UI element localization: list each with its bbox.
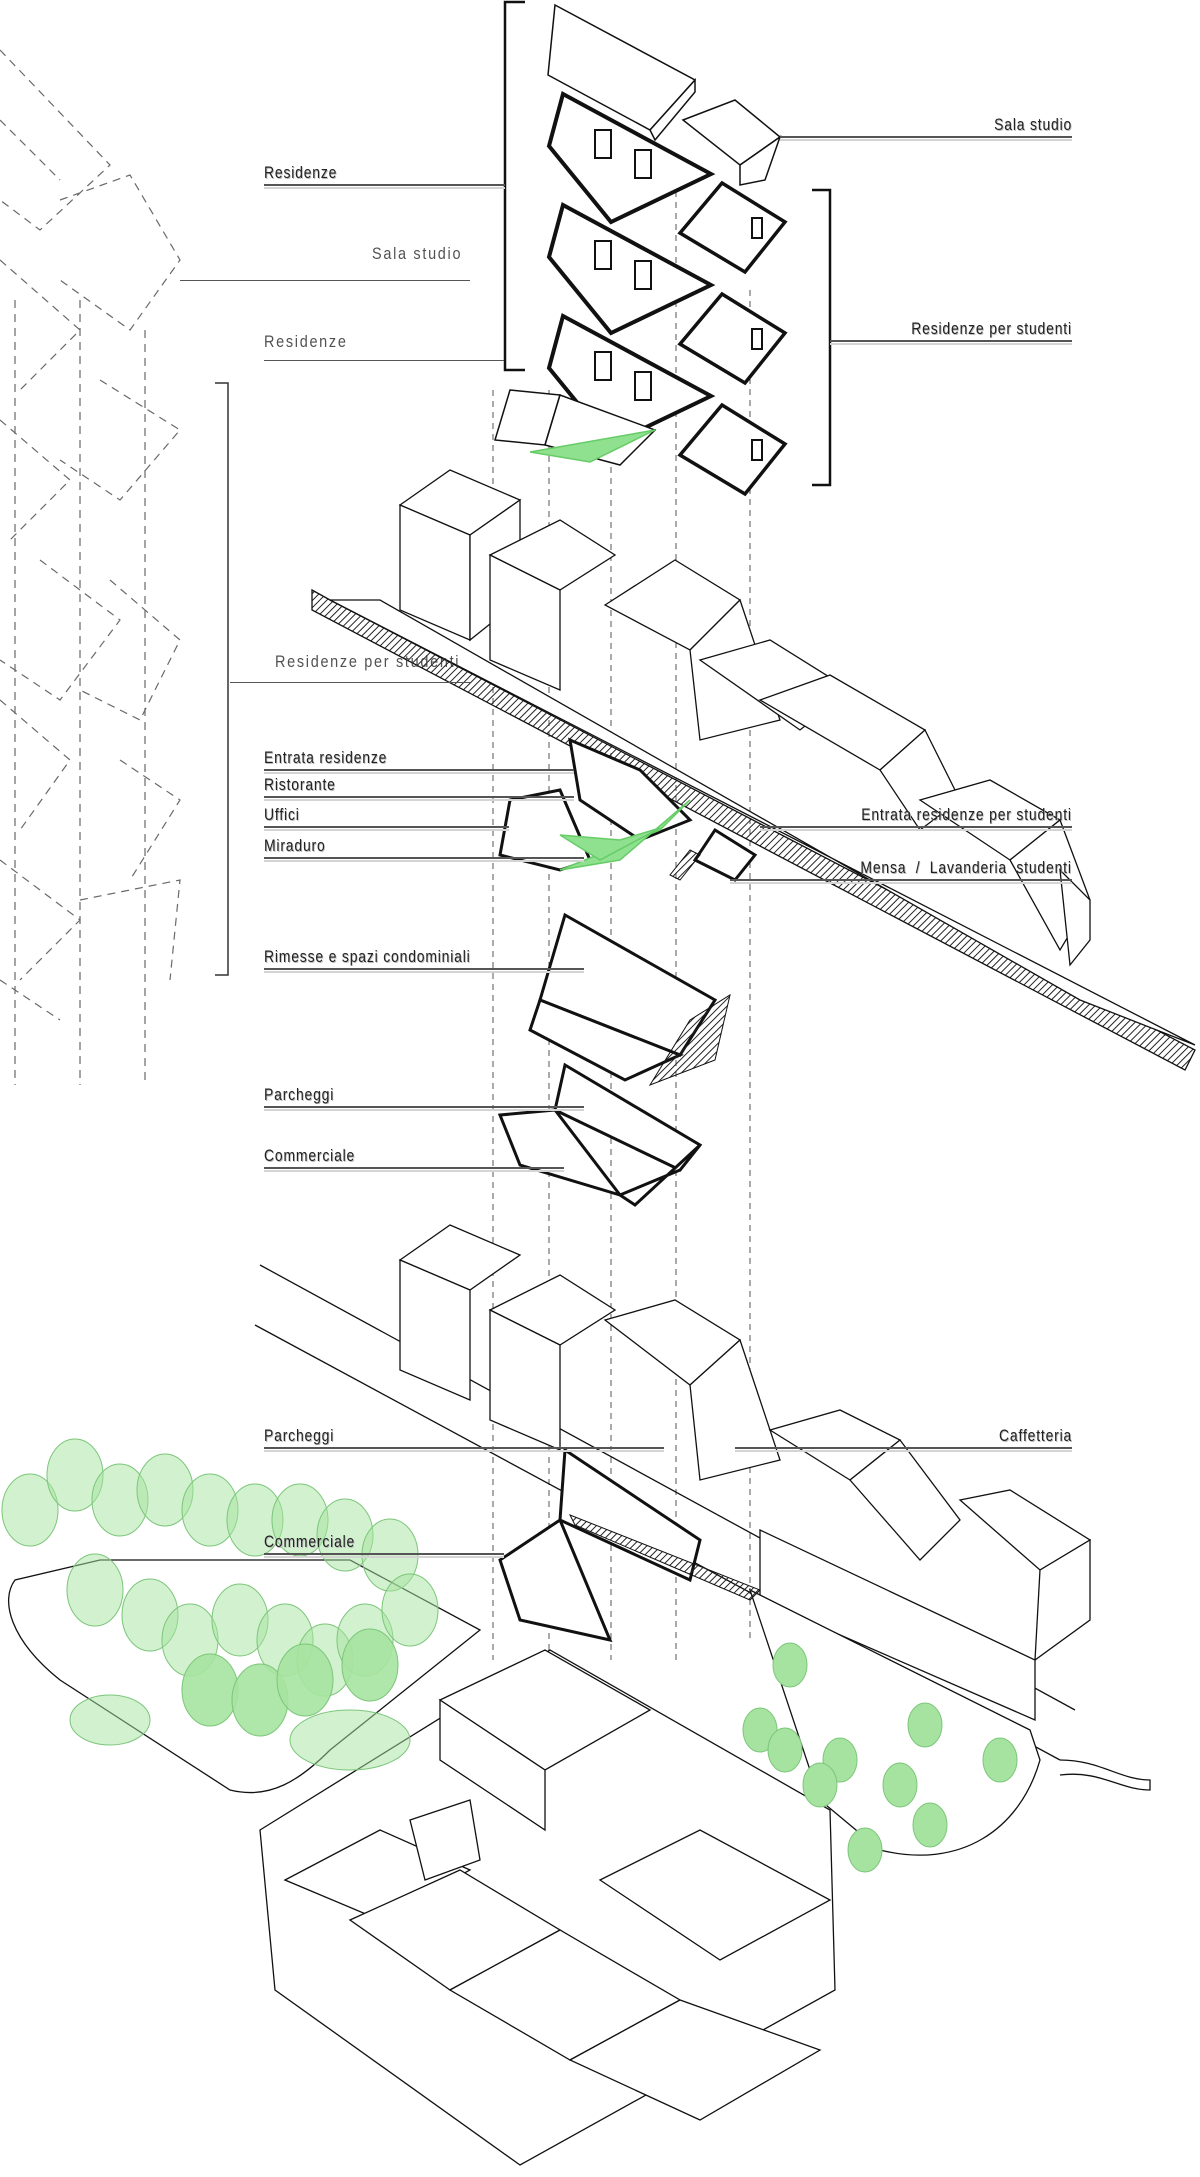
label-mensa-lavanderia: Mensa / Lavanderia studenti (814, 858, 1072, 878)
student-slab (677, 180, 788, 275)
leader-line (264, 1167, 564, 1169)
label-parcheggi-upper: Parcheggi (264, 1085, 350, 1105)
leader-line (264, 1447, 664, 1449)
student-slabs (677, 180, 788, 497)
label-text: Residenze (264, 163, 338, 182)
label-parcheggi-ground: Parcheggi (264, 1426, 350, 1446)
leader-line (264, 857, 584, 859)
residenze-studenti-bracket (812, 188, 832, 487)
ghost-bracket (215, 382, 229, 976)
label-text: Rimesse e spazi condominiali (264, 947, 471, 966)
trees-right (742, 1642, 1018, 1873)
ghost-label-text: Residenze per studenti (275, 652, 461, 671)
residenze-slab (546, 202, 716, 336)
ghost-label-text: Residenze (264, 332, 348, 351)
label-text: Residenze per studenti (911, 319, 1072, 338)
label-uffici: Uffici (264, 805, 307, 825)
miraduro-upper-slab (494, 389, 657, 466)
label-entrata-residenze-studenti: Entrata residenze per studenti (815, 805, 1072, 825)
student-slab (677, 402, 788, 497)
student-slab (677, 291, 788, 386)
leader-line (264, 968, 584, 970)
residenze-bracket (503, 0, 525, 372)
trees-left (1, 1438, 439, 1771)
leader-line (735, 1447, 1072, 1449)
ghost-leader-line (230, 682, 470, 683)
label-ristorante: Ristorante (264, 775, 351, 795)
label-text: Entrata residenze (264, 748, 388, 767)
roof-block (547, 3, 697, 142)
label-commerciale-upper: Commerciale (264, 1146, 375, 1166)
residenze-slabs (546, 91, 716, 447)
label-text: Sala studio (993, 115, 1072, 134)
label-text: Parcheggi (264, 1085, 335, 1104)
label-text: Mensa / Lavanderia studenti (860, 858, 1072, 877)
leader-line (264, 796, 574, 798)
ghost-dashed-pattern (0, 49, 181, 1085)
ghost-leader-line (264, 360, 504, 361)
label-text: Parcheggi (264, 1426, 335, 1445)
ghost-label-residenze-per-studenti: Residenze per studenti (275, 652, 493, 672)
leader-line (760, 826, 1072, 828)
label-rimesse: Rimesse e spazi condominiali (264, 947, 516, 967)
leader-line (264, 1553, 504, 1555)
label-miraduro: Miraduro (264, 836, 339, 856)
leader-line (780, 136, 1072, 138)
label-entrata-residenze: Entrata residenze (264, 748, 414, 768)
ghost-label-sala-studio: Sala studio (372, 244, 478, 264)
leader-line (264, 769, 574, 771)
label-text: Uffici (264, 805, 300, 824)
label-sala-studio: Sala studio (977, 115, 1072, 135)
mensa-slab (669, 827, 758, 882)
entrance-restaurant-slab (498, 737, 693, 872)
leader-line (730, 879, 1072, 881)
label-text: Caffetteria (998, 1426, 1072, 1445)
middle-context (311, 469, 1196, 1071)
label-commerciale-ground: Commerciale (264, 1532, 375, 1552)
ground-floor-slab (498, 1447, 761, 1643)
label-residenze-per-studenti: Residenze per studenti (876, 319, 1072, 339)
ghost-leader-line (180, 280, 470, 281)
ghost-label-text: Sala studio (372, 244, 463, 263)
leader-line (830, 340, 1072, 342)
label-caffetteria: Caffetteria (983, 1426, 1072, 1446)
ghost-label-residenze: Residenze (264, 332, 362, 352)
residenze-slab (546, 91, 716, 225)
parcheggi-commerciale-slab (497, 1062, 703, 1207)
label-text: Miraduro (264, 836, 326, 855)
label-text: Entrata residenze per studenti (861, 805, 1072, 824)
leader-line (264, 1106, 584, 1108)
bottom-context (8, 1224, 1151, 2166)
label-text: Commerciale (264, 1532, 356, 1551)
leader-line (264, 826, 509, 828)
label-text: Ristorante (264, 775, 336, 794)
label-text: Commerciale (264, 1146, 356, 1165)
label-residenze: Residenze (264, 163, 353, 183)
leader-line (264, 184, 505, 186)
rimesse-slab (528, 912, 731, 1086)
